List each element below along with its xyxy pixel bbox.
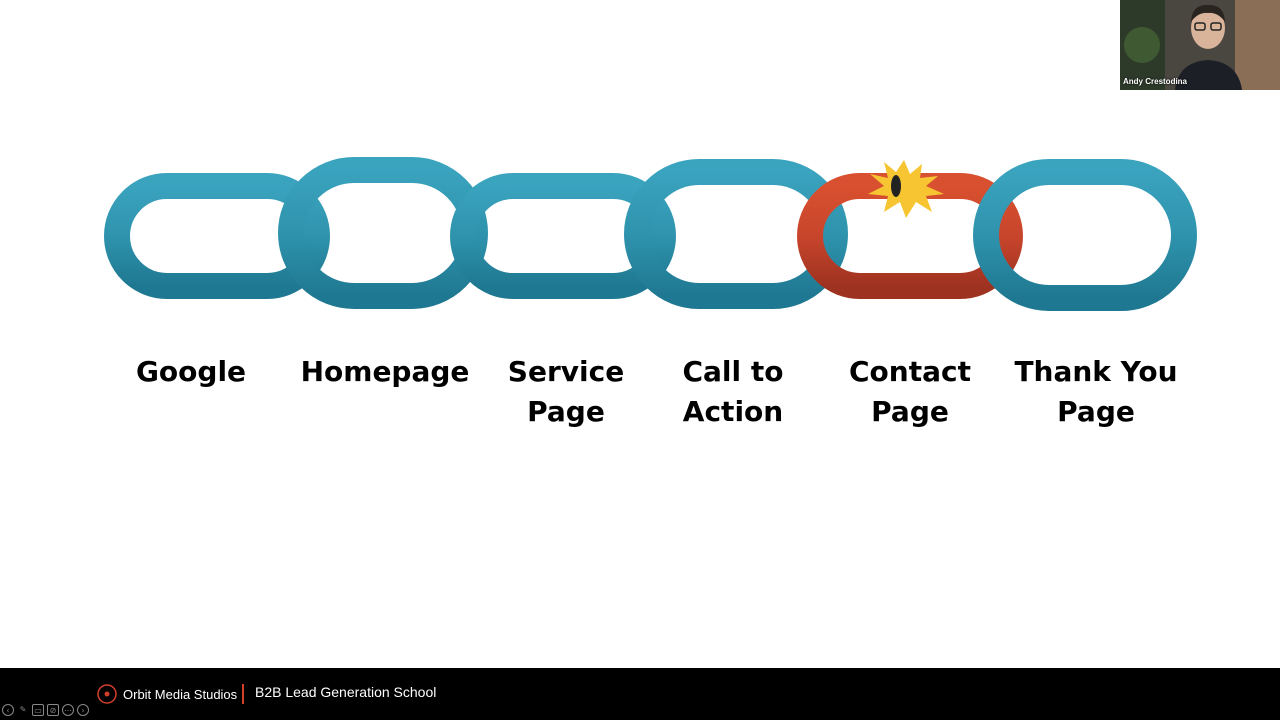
chain-diagram [104, 157, 1197, 311]
footer-bar: Orbit Media Studios B2B Lead Generation … [0, 668, 1280, 720]
chain-link-google [104, 173, 330, 299]
chain-link-service-page [450, 173, 676, 299]
label-google: Google [135, 355, 247, 388]
next-icon[interactable]: › [77, 704, 89, 716]
brand-name: Orbit Media Studios [123, 686, 238, 702]
presentation-controls: ‹ ✎ ▭ ⊘ ⋯ › [2, 704, 89, 716]
captions-icon[interactable]: ▭ [32, 704, 44, 716]
pen-icon[interactable]: ✎ [19, 705, 27, 714]
course-title: B2B Lead Generation School [255, 684, 437, 700]
chain-link-thank-you-page [973, 159, 1197, 311]
webcam-video[interactable]: Andy Crestodina [1120, 0, 1280, 90]
label-homepage: Homepage [300, 355, 470, 388]
camera-off-icon[interactable]: ⊘ [47, 704, 59, 716]
chain-link-call-to-action [624, 159, 848, 309]
footer-brand: Orbit Media Studios [97, 684, 237, 704]
presenter-video-frame [1120, 0, 1280, 90]
presenter-name: Andy Crestodina [1123, 77, 1188, 86]
orbit-logo-icon [97, 684, 117, 704]
previous-icon[interactable]: ‹ [2, 704, 14, 716]
more-icon[interactable]: ⋯ [62, 704, 74, 716]
footer-divider [242, 684, 244, 704]
spark-icon [868, 160, 944, 218]
